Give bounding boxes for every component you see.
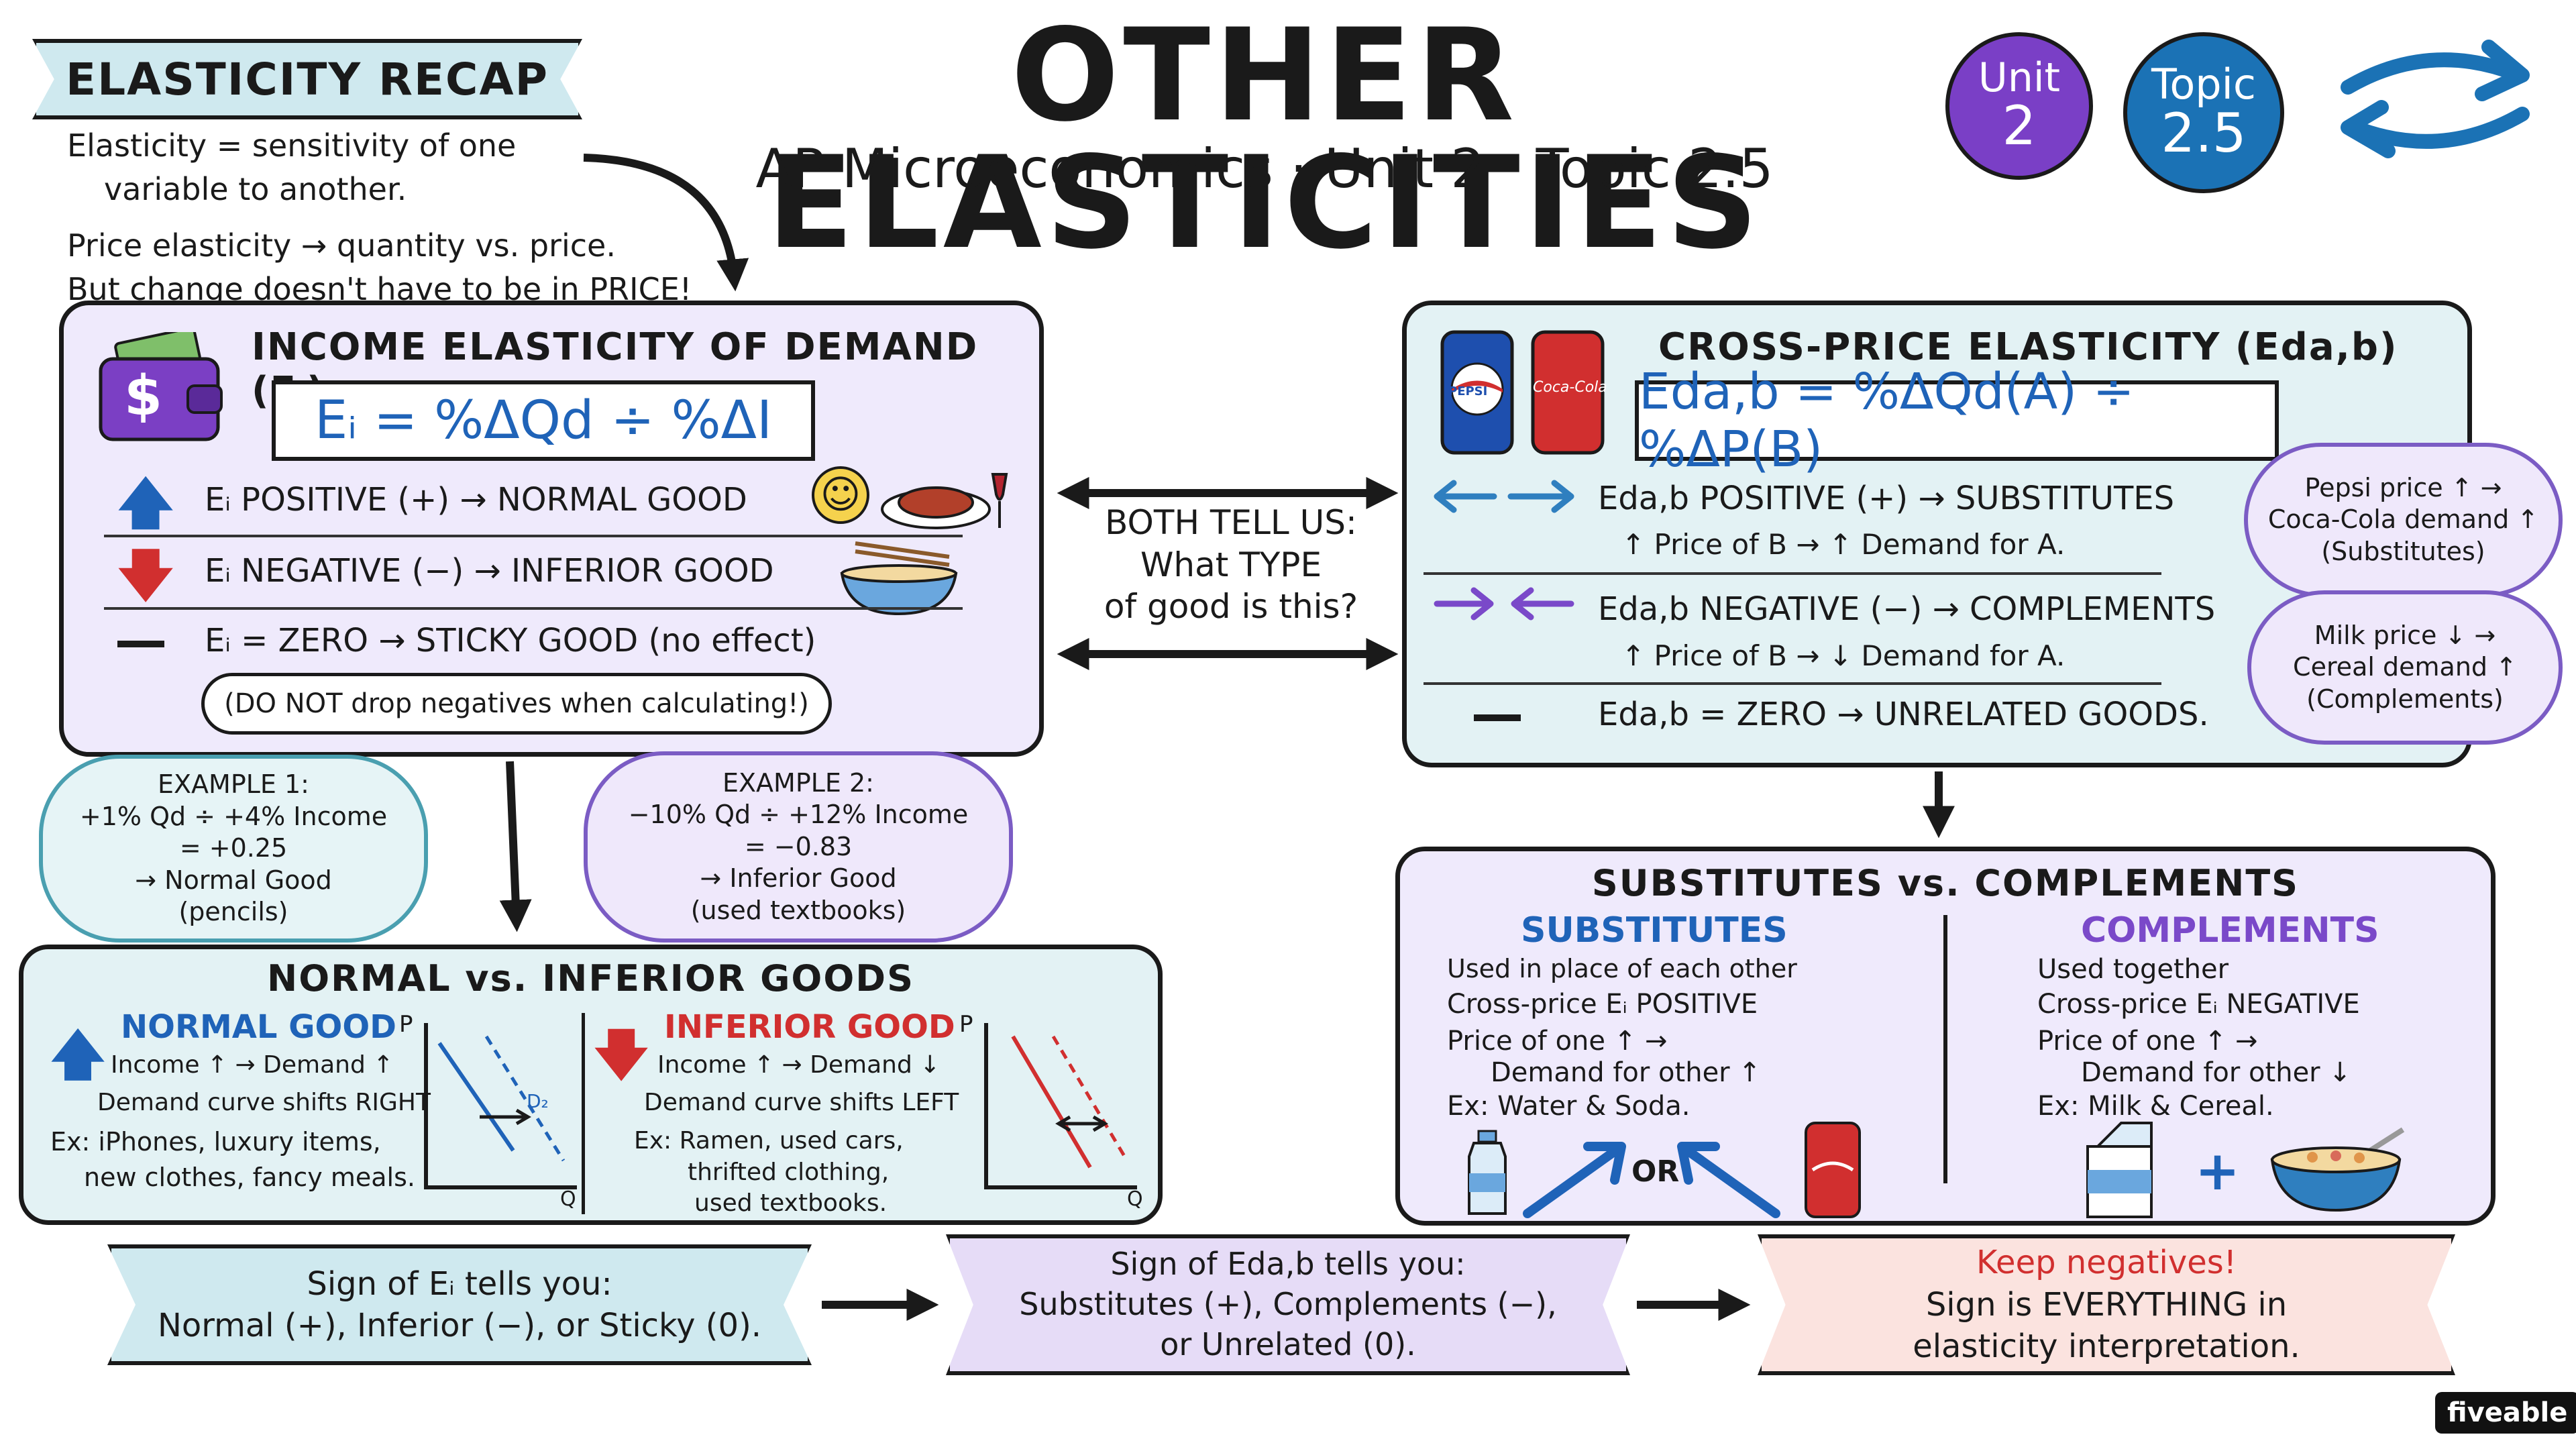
normal-line-3: Ex: iPhones, luxury items, bbox=[50, 1127, 381, 1157]
topic-badge: Topic 2.5 bbox=[2123, 32, 2284, 193]
normal-axis-p: P bbox=[399, 1011, 413, 1038]
inferior-line-1: Income ↑ → Demand ↓ bbox=[657, 1051, 941, 1079]
normal-up-arrow-icon: 🡅 bbox=[50, 1024, 106, 1086]
cross-negative-sub: ↑ Price of B → ↓ Demand for A. bbox=[1621, 639, 2065, 672]
normal-inferior-panel: NORMAL vs. INFERIOR GOODS 🡅 NORMAL GOOD … bbox=[19, 945, 1163, 1225]
substitutes-heading: SUBSTITUTES bbox=[1521, 910, 1788, 951]
cross-positive-sub: ↑ Price of B → ↑ Demand for A. bbox=[1621, 528, 2065, 561]
recap-text: Elasticity = sensitivity of one variable… bbox=[67, 127, 692, 307]
cross-positive-row: Eda,b POSITIVE (+) → SUBSTITUTES bbox=[1598, 480, 2175, 517]
coke-can-icon bbox=[1531, 330, 1605, 455]
cross-title: CROSS-PRICE ELASTICITY (Eda,b) bbox=[1658, 325, 2398, 369]
cross-separator-1 bbox=[1424, 572, 2161, 575]
subcomp-title: SUBSTITUTES vs. COMPLEMENTS bbox=[1591, 862, 2300, 904]
coke-label: Coca-Cola bbox=[1533, 379, 1607, 396]
pepsi-can-icon bbox=[1440, 330, 1514, 455]
substitutes-note: Pepsi price ↑ → Coca-Cola demand ↑ (Subs… bbox=[2244, 443, 2563, 597]
sub-line-4: Demand for other ↑ bbox=[1491, 1057, 1761, 1088]
inward-arrows-icon bbox=[1434, 587, 1574, 621]
income-to-goods-arrow bbox=[499, 761, 532, 932]
inferior-line-2: Demand curve shifts LEFT bbox=[644, 1089, 959, 1116]
noodle-bowl-icon bbox=[840, 541, 958, 616]
substitutes-complements-panel: SUBSTITUTES vs. COMPLEMENTS SUBSTITUTES … bbox=[1395, 847, 2496, 1226]
normal-line-1: Income ↑ → Demand ↑ bbox=[111, 1051, 394, 1079]
wallet-icon bbox=[99, 332, 223, 441]
fiveable-logo: fiveable bbox=[2435, 1392, 2576, 1434]
wallet-dollar-sign: $ bbox=[124, 364, 163, 428]
page-subtitle: AP Microeconomics · Unit 2 · Topic 2.5 bbox=[755, 138, 1774, 200]
page-title: OTHER ELASTICITIES bbox=[766, 1, 1763, 277]
cross-separator-2 bbox=[1424, 682, 2161, 685]
comp-line-4: Demand for other ↓ bbox=[2081, 1057, 2351, 1088]
income-sign-banner: Sign of Eᵢ tells you: Normal (+), Inferi… bbox=[107, 1244, 812, 1365]
complements-note: Milk price ↓ → Cereal demand ↑ (Compleme… bbox=[2247, 590, 2563, 745]
pepsi-label: PEPSI bbox=[1448, 384, 1488, 398]
goods-title: NORMAL vs. INFERIOR GOODS bbox=[267, 957, 914, 1000]
example-1-note: EXAMPLE 1: +1% Qd ÷ +4% Income = +0.25 →… bbox=[39, 755, 428, 943]
normal-line-4: new clothes, fancy meals. bbox=[84, 1163, 415, 1192]
sub-line-5: Ex: Water & Soda. bbox=[1447, 1091, 1690, 1122]
subcomp-divider bbox=[1943, 915, 1947, 1183]
income-positive-row: Eᵢ POSITIVE (+) → NORMAL GOOD bbox=[205, 481, 747, 519]
smiley-icon: ☺ bbox=[812, 466, 869, 524]
income-negative-row: Eᵢ NEGATIVE (−) → INFERIOR GOOD bbox=[205, 552, 774, 590]
complements-heading: COMPLEMENTS bbox=[2081, 910, 2379, 951]
sub-line-1: Used in place of each other bbox=[1447, 954, 1797, 983]
cross-sign-banner: Sign of Eda,b tells you: Substitutes (+)… bbox=[946, 1234, 1630, 1375]
example-2-note: EXAMPLE 2: −10% Qd ÷ +12% Income = −0.83… bbox=[584, 751, 1013, 943]
normal-title: NORMAL GOOD bbox=[121, 1008, 396, 1046]
dash-icon bbox=[117, 641, 164, 647]
inferior-title: INFERIOR GOOD bbox=[664, 1008, 955, 1046]
income-elasticity-panel: $ INCOME ELASTICITY OF DEMAND (Eᵢ) Eᵢ = … bbox=[59, 301, 1044, 757]
up-arrow-icon: 🡅 bbox=[117, 472, 174, 535]
cross-zero-row: Eda,b = ZERO → UNRELATED GOODS. bbox=[1598, 696, 2209, 733]
inferior-axis-q: Q bbox=[1127, 1187, 1143, 1211]
sub-line-3: Price of one ↑ → bbox=[1447, 1026, 1668, 1057]
milk-carton-icon bbox=[2086, 1122, 2153, 1218]
cross-negative-row: Eda,b NEGATIVE (−) → COMPLEMENTS bbox=[1598, 590, 2216, 628]
cereal-bowl-icon bbox=[2270, 1127, 2405, 1212]
plus-sign: + bbox=[2195, 1140, 2241, 1202]
normal-line-2: Demand curve shifts RIGHT bbox=[97, 1089, 431, 1116]
normal-d2-label: D₂ bbox=[527, 1090, 549, 1112]
income-separator-2 bbox=[104, 607, 963, 610]
outward-arrows-icon bbox=[1434, 480, 1574, 513]
water-bottle-icon bbox=[1468, 1130, 1507, 1215]
income-note: (DO NOT drop negatives when calculating!… bbox=[201, 673, 832, 735]
income-formula: Eᵢ = %ΔQd ÷ %ΔI bbox=[272, 380, 815, 461]
sub-line-2: Cross-price Eᵢ POSITIVE bbox=[1447, 989, 1758, 1020]
or-label: OR bbox=[1631, 1155, 1680, 1189]
inferior-line-5: used textbooks. bbox=[694, 1189, 888, 1217]
substitute-arrows-icon bbox=[1523, 1142, 1780, 1218]
inferior-shift-graph bbox=[984, 1023, 1137, 1189]
exchange-arrows-icon bbox=[2341, 40, 2530, 158]
soda-can-icon bbox=[1805, 1122, 1861, 1218]
inferior-line-4: thrifted clothing, bbox=[688, 1159, 890, 1186]
income-zero-row: Eᵢ = ZERO → STICKY GOOD (no effect) bbox=[205, 622, 816, 659]
recap-label: ELASTICITY RECAP bbox=[32, 39, 582, 119]
both-tell-us-text: BOTH TELL US: What TYPE of good is this? bbox=[1104, 503, 1358, 626]
normal-shift-graph bbox=[424, 1023, 577, 1189]
inferior-line-3: Ex: Ramen, used cars, bbox=[634, 1127, 904, 1155]
goods-divider bbox=[582, 1013, 585, 1214]
steak-icon bbox=[881, 473, 1008, 529]
normal-axis-q: Q bbox=[560, 1187, 576, 1211]
comp-line-3: Price of one ↑ → bbox=[2037, 1026, 2258, 1057]
income-separator-1 bbox=[104, 535, 963, 537]
dash-icon bbox=[1474, 714, 1521, 721]
inferior-axis-p: P bbox=[959, 1011, 973, 1038]
cross-formula: Eda,b = %ΔQd(A) ÷ %ΔP(B) bbox=[1635, 363, 2279, 478]
comp-line-1: Used together bbox=[2037, 954, 2229, 985]
unit-badge: Unit 2 bbox=[1945, 32, 2093, 180]
keep-negatives-banner: Keep negatives! Sign is EVERYTHING in el… bbox=[1758, 1234, 2455, 1375]
down-arrow-icon: 🡇 bbox=[117, 544, 174, 608]
inferior-down-arrow-icon: 🡇 bbox=[594, 1024, 649, 1086]
comp-line-5: Ex: Milk & Cereal. bbox=[2037, 1091, 2274, 1122]
comp-line-2: Cross-price Eᵢ NEGATIVE bbox=[2037, 989, 2360, 1020]
